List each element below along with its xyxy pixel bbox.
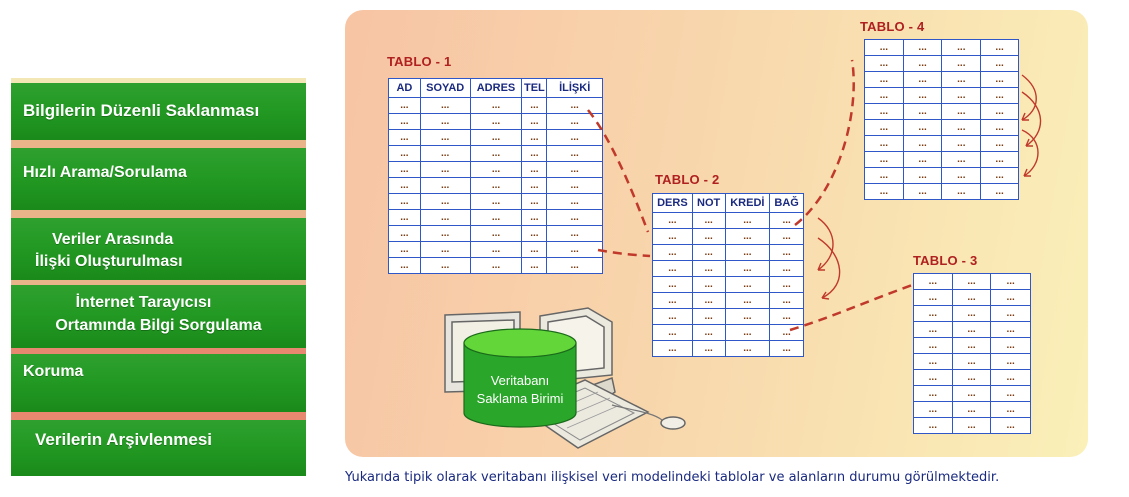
table-2-title: TABLO - 2 bbox=[655, 172, 720, 187]
menu-item-label: İnternet Tarayıcısı bbox=[75, 294, 212, 311]
table-cell: ... bbox=[724, 228, 771, 245]
table-1-title: TABLO - 1 bbox=[387, 54, 452, 69]
column-header: KREDİ bbox=[724, 193, 771, 213]
table-cell: ... bbox=[990, 321, 1031, 338]
table-row: ............ bbox=[864, 119, 1019, 136]
table-cell: ... bbox=[521, 177, 548, 194]
table-row: ............... bbox=[388, 193, 603, 210]
table-row: ............ bbox=[652, 244, 804, 261]
table-cell: ... bbox=[951, 417, 992, 434]
table-row: ......... bbox=[913, 289, 1031, 306]
table-cell: ... bbox=[546, 145, 603, 162]
table-row: ............ bbox=[864, 87, 1019, 104]
menu-item-label-2: Ortamında Bilgi Sorgulama bbox=[55, 317, 262, 334]
storage-label: Veritabanı Saklama Birimi bbox=[464, 372, 576, 408]
menu-item-label: Verilerin Arşivlenmesi bbox=[35, 430, 213, 449]
table-cell: ... bbox=[990, 417, 1031, 434]
table-row: ............... bbox=[388, 177, 603, 194]
table-row: ............ bbox=[652, 340, 804, 357]
table-row: ............... bbox=[388, 241, 603, 258]
relation-lines bbox=[587, 59, 916, 332]
table-cell: ... bbox=[652, 340, 693, 357]
table-4: ........................................… bbox=[864, 39, 1019, 200]
table-row: ......... bbox=[913, 385, 1031, 402]
storage-label-line1: Veritabanı bbox=[490, 373, 550, 388]
table-row: ............ bbox=[864, 55, 1019, 72]
table-row: ............... bbox=[388, 257, 603, 274]
menu-separator bbox=[11, 140, 306, 148]
table-row: ............ bbox=[864, 71, 1019, 88]
table-row: ............... bbox=[388, 129, 603, 146]
table-3: ........................................… bbox=[913, 273, 1031, 434]
table-4-title: TABLO - 4 bbox=[860, 19, 925, 34]
column-header: SOYAD bbox=[419, 78, 471, 98]
table-cell: ... bbox=[980, 167, 1019, 184]
menu-item-label: Bilgilerin Düzenli Saklanması bbox=[23, 101, 260, 120]
menu-item-label: Veriler Arasında bbox=[52, 231, 174, 248]
table-row: ............ bbox=[652, 260, 804, 277]
menu-item-label: Koruma bbox=[23, 363, 84, 380]
table-cell: ... bbox=[419, 97, 471, 114]
table-row: ............ bbox=[652, 324, 804, 341]
table-row: ......... bbox=[913, 305, 1031, 322]
menu-separator bbox=[11, 78, 306, 83]
table-row: ............... bbox=[388, 113, 603, 130]
table-3-title: TABLO - 3 bbox=[913, 253, 978, 268]
table-row: ............ bbox=[652, 276, 804, 293]
menu-item-internet-query[interactable]: İnternet Tarayıcısı Ortamında Bilgi Sorg… bbox=[11, 285, 306, 348]
menu-item-archiving[interactable]: Verilerin Arşivlenmesi bbox=[11, 420, 306, 476]
column-header: DERS bbox=[652, 193, 693, 213]
caption: Yukarıda tipik olarak veritabanı ilişkis… bbox=[345, 470, 1000, 485]
table-row: ............ bbox=[652, 292, 804, 309]
menu-item-relations[interactable]: Veriler Arasında İlişki Oluşturulması bbox=[11, 218, 306, 280]
menu-item-organized-storage[interactable]: Bilgilerin Düzenli Saklanması bbox=[11, 83, 306, 140]
curved-arrows bbox=[817, 74, 1042, 300]
table-cell: ... bbox=[913, 401, 953, 418]
table-cell: ... bbox=[980, 183, 1019, 200]
menu-separator bbox=[11, 348, 306, 354]
table-cell: ... bbox=[419, 257, 471, 274]
table-row: ......... bbox=[913, 417, 1031, 434]
menu-item-label-2: İlişki Oluşturulması bbox=[35, 253, 183, 270]
table-row: ............ bbox=[864, 39, 1019, 56]
table-cell: ... bbox=[546, 257, 603, 274]
database-cylinder-icon bbox=[463, 328, 577, 428]
menu-separator bbox=[11, 210, 306, 218]
table-cell: ... bbox=[691, 340, 726, 357]
table-cell: ... bbox=[913, 417, 953, 434]
table-row: ......... bbox=[913, 401, 1031, 418]
table-row: ............ bbox=[864, 183, 1019, 200]
column-header: TEL bbox=[521, 78, 548, 98]
table-row: ......... bbox=[913, 321, 1031, 338]
table-cell: ... bbox=[521, 257, 548, 274]
menu-item-label: Hızlı Arama/Sorulama bbox=[23, 164, 187, 181]
table-row: ............ bbox=[652, 212, 804, 229]
menu-item-fast-search[interactable]: Hızlı Arama/Sorulama bbox=[11, 148, 306, 210]
column-header: BAĞ bbox=[769, 193, 804, 213]
table-cell: ... bbox=[724, 340, 771, 357]
menu-separator bbox=[11, 280, 306, 285]
table-cell: ... bbox=[913, 305, 953, 322]
table-cell: ... bbox=[913, 321, 953, 338]
table-cell: ... bbox=[769, 340, 804, 357]
table-row: ............ bbox=[652, 228, 804, 245]
storage-label-line2: Saklama Birimi bbox=[476, 391, 564, 406]
table-row: ............... bbox=[388, 209, 603, 226]
menu-separator bbox=[11, 412, 306, 420]
menu-item-protection[interactable]: Koruma bbox=[11, 354, 306, 412]
